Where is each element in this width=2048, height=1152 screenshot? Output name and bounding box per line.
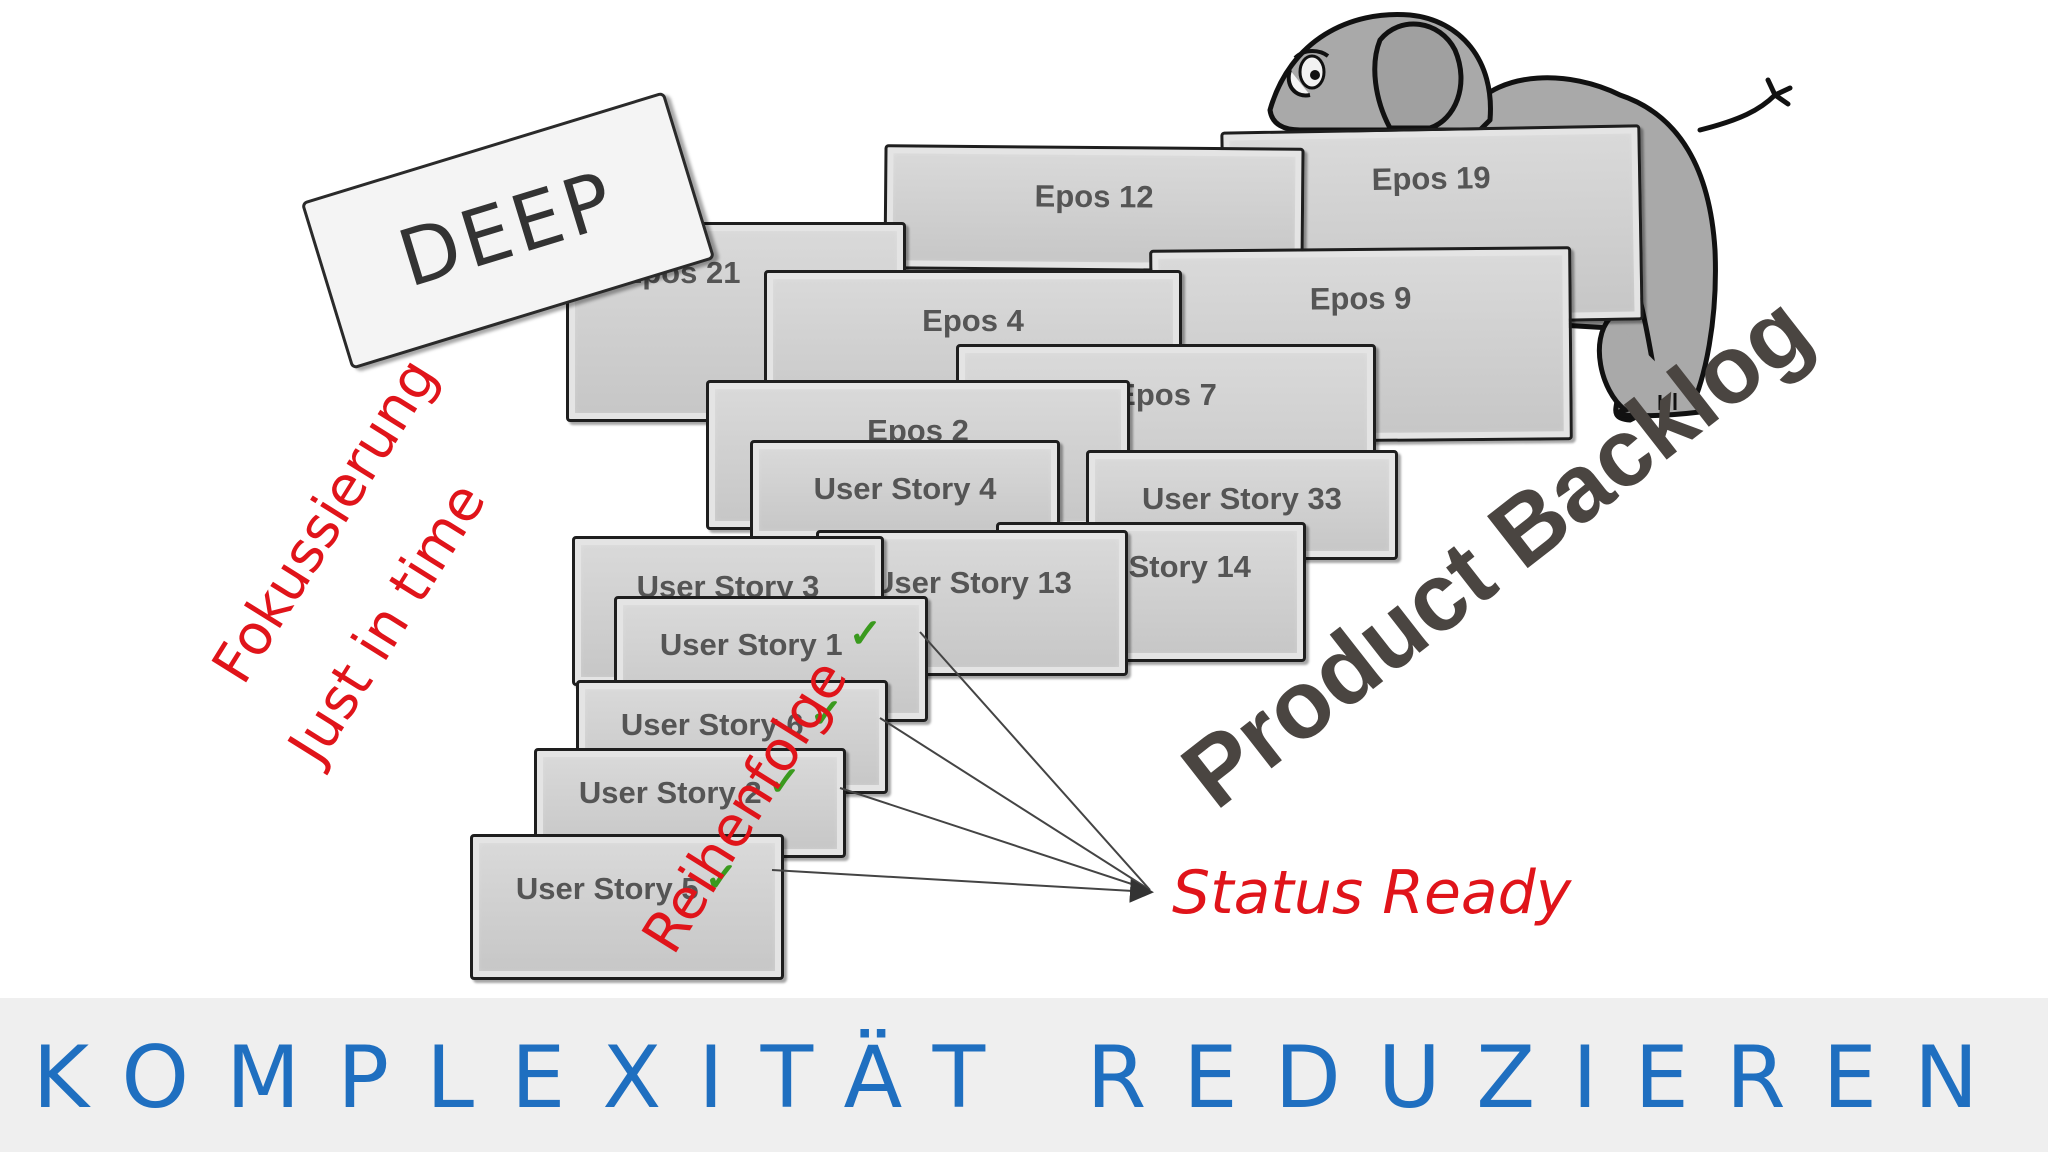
check-icon: ✓	[809, 692, 844, 736]
card-label: Epos 9	[1309, 280, 1412, 317]
check-icon: ✓	[848, 612, 883, 656]
card-label: User Story 1	[659, 627, 843, 662]
card-label: User Story 2	[578, 775, 762, 810]
card-label: Epos 12	[1034, 178, 1154, 215]
check-icon: ✓	[767, 760, 802, 804]
card-label: User Story 5	[515, 871, 699, 906]
label-status-ready: Status Ready	[1172, 858, 1572, 928]
card-label: Epos 7	[1115, 377, 1217, 412]
card-label: User Story 13	[872, 565, 1072, 600]
footer-banner: KOMPLEXITÄT REDUZIEREN	[0, 998, 2048, 1152]
card-label: Epos 4	[922, 303, 1024, 338]
card-label: User Story 6	[620, 707, 804, 742]
footer-title: KOMPLEXITÄT REDUZIEREN	[32, 1028, 2016, 1128]
card-label: User Story 4	[813, 471, 997, 506]
card-user-story-33: User Story 33	[1086, 450, 1398, 560]
check-icon: ✓	[704, 856, 739, 900]
card-label: User Story 33	[1142, 481, 1342, 516]
card-user-story-5: User Story 5✓	[470, 834, 784, 980]
